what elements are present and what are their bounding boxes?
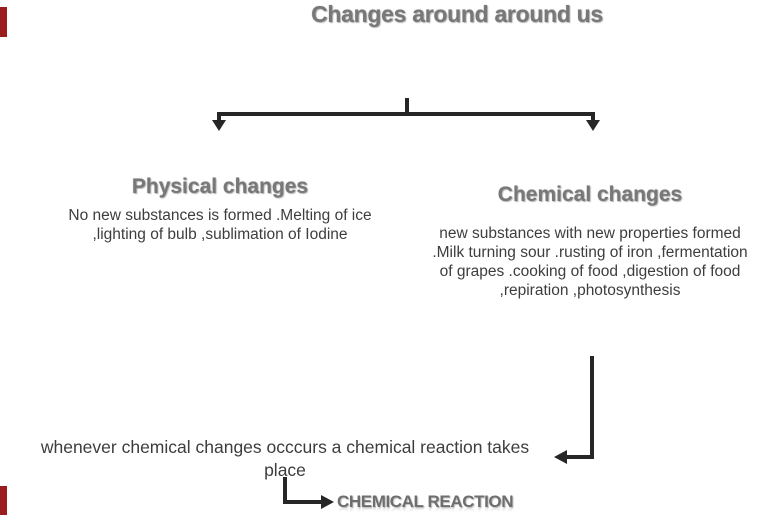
- chemical-to-conclusion-arrow-horizontal: [566, 455, 594, 459]
- splitter-right-stub: [591, 112, 595, 122]
- down-arrowhead-right-icon: [586, 120, 600, 131]
- splitter-horizontal-line: [218, 112, 595, 116]
- splitter-center-tick: [405, 98, 409, 113]
- right-arrowhead-icon: [321, 495, 334, 509]
- diagram-title: Changes around around us: [311, 1, 603, 27]
- left-edge-red-marker-bottom: [0, 486, 7, 515]
- left-arrowhead-icon: [554, 450, 567, 464]
- left-edge-red-marker-top: [0, 7, 7, 37]
- down-arrowhead-left-icon: [212, 120, 226, 131]
- chemical-changes-heading: Chemical changes: [497, 183, 683, 206]
- splitter-left-stub: [217, 112, 221, 122]
- chemical-to-conclusion-arrow-vertical: [590, 356, 594, 458]
- chemical-reaction-label: CHEMICAL REACTION: [337, 492, 514, 511]
- physical-changes-description: No new substances is formed .Melting of …: [68, 207, 372, 243]
- chemical-changes-description: new substances with new properties forme…: [432, 225, 748, 299]
- physical-changes-heading: Physical changes: [131, 175, 309, 198]
- conclusion-to-result-arrow-vertical: [283, 477, 287, 504]
- conclusion-to-result-arrow-horizontal: [283, 500, 321, 504]
- conclusion-sentence: whenever chemical changes occcurs a chem…: [40, 437, 530, 480]
